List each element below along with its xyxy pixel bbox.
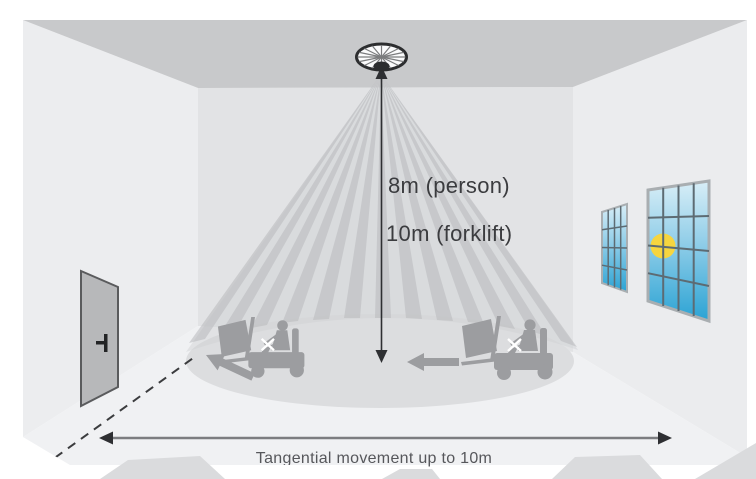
person-range-label: 8m (person) (388, 173, 510, 198)
tangential-movement-label: Tangential movement up to 10m (256, 450, 492, 467)
tangential-double-arrow (99, 431, 672, 445)
window-icon (646, 179, 711, 324)
bottom-margin-shapes (100, 443, 756, 479)
ceiling-presence-detector-icon (355, 42, 408, 72)
door-icon (80, 269, 119, 408)
range-measure-line (375, 66, 388, 363)
window-icon (601, 202, 628, 294)
left-wall (23, 20, 198, 437)
forklift-range-label: 10m (forklift) (386, 221, 512, 246)
